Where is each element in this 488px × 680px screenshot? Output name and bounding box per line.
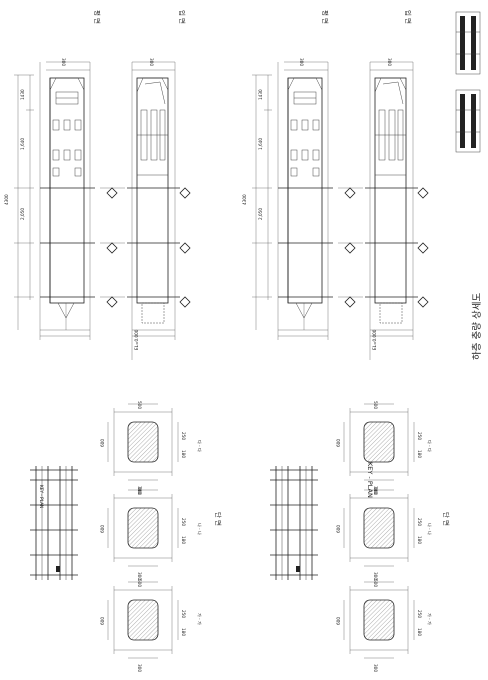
keyplan-label-1: KEY - PLAN	[39, 485, 44, 508]
label-plan-2: 평 면	[321, 10, 330, 24]
sec-da-label-1: 다 - 다	[196, 440, 203, 452]
plan-label-2: 평 면	[321, 10, 330, 24]
label-plan-1: 평 면	[93, 10, 102, 24]
sec-na-label-2: 나 - 나	[426, 523, 433, 535]
sec-ga-label-2: 가 - 가	[426, 613, 433, 625]
elev-label-2: 입 면	[404, 10, 413, 24]
sec-ga-label-1: 가 - 가	[196, 613, 203, 625]
plan-label: 평 면	[93, 10, 102, 24]
sec-da-label-2: 다 - 다	[426, 440, 433, 452]
sheet-title: 하층 충량 상세도	[471, 293, 483, 360]
section-label-1: 단 면	[214, 512, 223, 526]
elev-label: 입 면	[178, 10, 187, 24]
label-elev-2: 입 면	[404, 10, 413, 24]
section-label-2: 단 면	[442, 512, 451, 526]
sec-na-label-1: 나 - 나	[196, 523, 203, 535]
label-elev-1: 입 면	[178, 10, 187, 24]
